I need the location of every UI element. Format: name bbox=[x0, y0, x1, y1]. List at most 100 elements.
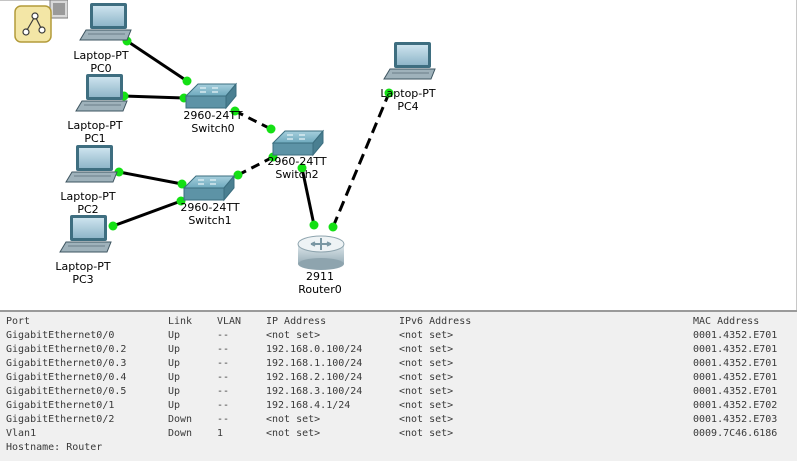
cell-link: Down bbox=[168, 414, 193, 425]
cell-ip: 192.168.3.100/24 bbox=[266, 386, 363, 397]
cable-switch1-switch2[interactable] bbox=[237, 155, 274, 177]
pc0-name: PC0 bbox=[90, 62, 112, 75]
cell-mac: 0001.4352.E701 bbox=[693, 344, 778, 355]
table-row: GigabitEthernet0/2 Down -- <not set> <no… bbox=[0, 413, 797, 427]
cell-mac: 0001.4352.E701 bbox=[693, 372, 778, 383]
topology-workspace[interactable]: Laptop-PT PC0 Laptop-PT PC1 Laptop-PT PC… bbox=[0, 0, 797, 310]
switch0-name: Switch0 bbox=[191, 122, 235, 135]
cell-ipv6: <not set> bbox=[399, 428, 454, 439]
cell-port: GigabitEthernet0/1 bbox=[6, 400, 115, 411]
laptop-pc4-icon[interactable] bbox=[383, 42, 436, 80]
cell-vlan: -- bbox=[217, 330, 230, 341]
switch1-model: 2960-24TT bbox=[180, 201, 240, 214]
pc3-label: Laptop-PT PC3 bbox=[55, 260, 110, 286]
cell-ip: <not set> bbox=[266, 428, 321, 439]
logical-topology-icon[interactable] bbox=[0, 0, 69, 47]
router0-name: Router0 bbox=[298, 283, 342, 296]
cell-link: Up bbox=[168, 344, 181, 355]
switch1-name: Switch1 bbox=[188, 214, 232, 227]
cell-port: GigabitEthernet0/0.5 bbox=[6, 386, 127, 397]
laptop-pc2-icon[interactable] bbox=[65, 145, 118, 183]
cell-vlan: 1 bbox=[217, 428, 224, 439]
cell-mac: 0001.4352.E701 bbox=[693, 358, 778, 369]
cell-ipv6: <not set> bbox=[399, 400, 454, 411]
switch2-name: Switch2 bbox=[275, 168, 319, 181]
table-row: GigabitEthernet0/0.4 Up -- 192.168.2.100… bbox=[0, 371, 797, 385]
pc0-label: Laptop-PT PC0 bbox=[73, 49, 128, 75]
port-table-header: Port Link VLAN IP Address IPv6 Address M… bbox=[0, 315, 797, 329]
header-link: Link bbox=[168, 316, 193, 327]
cell-vlan: -- bbox=[217, 400, 230, 411]
cell-port: GigabitEthernet0/0.3 bbox=[6, 358, 127, 369]
cell-link: Up bbox=[168, 358, 181, 369]
switch0-model: 2960-24TT bbox=[183, 109, 243, 122]
cell-ipv6: <not set> bbox=[399, 372, 454, 383]
cell-vlan: -- bbox=[217, 358, 230, 369]
router0-icon[interactable] bbox=[297, 235, 345, 270]
cell-ip: 192.168.0.100/24 bbox=[266, 344, 363, 355]
laptop-pc1-icon[interactable] bbox=[75, 74, 128, 112]
switch2-label: 2960-24TT Switch2 bbox=[267, 155, 326, 181]
cell-port: Vlan1 bbox=[6, 428, 37, 439]
table-row: GigabitEthernet0/0.2 Up -- 192.168.0.100… bbox=[0, 343, 797, 357]
cell-vlan: -- bbox=[217, 372, 230, 383]
cell-mac: 0001.4352.E701 bbox=[693, 386, 778, 397]
pc1-name: PC1 bbox=[84, 132, 106, 145]
cell-link: Up bbox=[168, 330, 181, 341]
cell-mac: 0009.7C46.6186 bbox=[693, 428, 778, 439]
router0-model: 2911 bbox=[305, 270, 334, 283]
cell-link: Up bbox=[168, 400, 181, 411]
cable-switch2-router0[interactable] bbox=[300, 167, 316, 226]
cable-pc0-switch0[interactable] bbox=[126, 39, 188, 83]
cell-ip: 192.168.2.100/24 bbox=[266, 372, 363, 383]
cable-pc1-switch0[interactable] bbox=[123, 94, 185, 100]
cell-mac: 0001.4352.E701 bbox=[693, 330, 778, 341]
cell-ipv6: <not set> bbox=[399, 386, 454, 397]
pc3-model: Laptop-PT bbox=[55, 260, 111, 273]
laptop-pc3-icon[interactable] bbox=[59, 215, 112, 253]
switch0-icon[interactable] bbox=[184, 82, 238, 110]
pc2-name: PC2 bbox=[77, 203, 99, 216]
header-ipv6: IPv6 Address bbox=[399, 316, 472, 327]
cell-mac: 0001.4352.E702 bbox=[693, 400, 778, 411]
table-row: GigabitEthernet0/0.3 Up -- 192.168.1.100… bbox=[0, 357, 797, 371]
header-port: Port bbox=[6, 316, 31, 327]
table-row: GigabitEthernet0/1 Up -- 192.168.4.1/24 … bbox=[0, 399, 797, 413]
pc1-model: Laptop-PT bbox=[67, 119, 123, 132]
cell-ipv6: <not set> bbox=[399, 414, 454, 425]
table-row: GigabitEthernet0/0 Up -- <not set> <not … bbox=[0, 329, 797, 343]
table-row: GigabitEthernet0/0.5 Up -- 192.168.3.100… bbox=[0, 385, 797, 399]
pc2-model: Laptop-PT bbox=[60, 190, 116, 203]
cell-port: GigabitEthernet0/0.4 bbox=[6, 372, 127, 383]
cell-vlan: -- bbox=[217, 344, 230, 355]
cable-pc2-switch1[interactable] bbox=[118, 170, 183, 186]
switch1-icon[interactable] bbox=[182, 174, 236, 202]
topology-diagram bbox=[59, 3, 436, 270]
laptop-pc0-icon[interactable] bbox=[79, 3, 132, 41]
cell-port: GigabitEthernet0/2 bbox=[6, 414, 115, 425]
cell-vlan: -- bbox=[217, 414, 230, 425]
router0-label: 2911 Router0 bbox=[298, 270, 341, 296]
switch2-icon[interactable] bbox=[271, 129, 325, 157]
cell-ip: <not set> bbox=[266, 330, 321, 341]
header-ip: IP Address bbox=[266, 316, 327, 327]
cell-ip: 192.168.4.1/24 bbox=[266, 400, 351, 411]
cell-link: Down bbox=[168, 428, 193, 439]
pc4-label: Laptop-PT PC4 bbox=[380, 87, 435, 113]
cell-port: GigabitEthernet0/0 bbox=[6, 330, 115, 341]
pc3-name: PC3 bbox=[72, 273, 94, 286]
link-status-dots bbox=[108, 36, 394, 232]
cable-router0-pc4[interactable] bbox=[331, 92, 391, 228]
pc4-model: Laptop-PT bbox=[380, 87, 436, 100]
cable-switch0-switch2[interactable] bbox=[234, 109, 272, 131]
cable-pc3-switch1[interactable] bbox=[112, 199, 182, 228]
pc0-model: Laptop-PT bbox=[73, 49, 129, 62]
table-row: Vlan1 Down 1 <not set> <not set> 0009.7C… bbox=[0, 427, 797, 441]
cell-ip: 192.168.1.100/24 bbox=[266, 358, 363, 369]
cell-link: Up bbox=[168, 386, 181, 397]
header-mac: MAC Address bbox=[693, 316, 760, 327]
hostname-text: Hostname: Router bbox=[6, 442, 103, 453]
header-vlan: VLAN bbox=[217, 316, 242, 327]
switch0-label: 2960-24TT Switch0 bbox=[183, 109, 242, 135]
cell-ip: <not set> bbox=[266, 414, 321, 425]
